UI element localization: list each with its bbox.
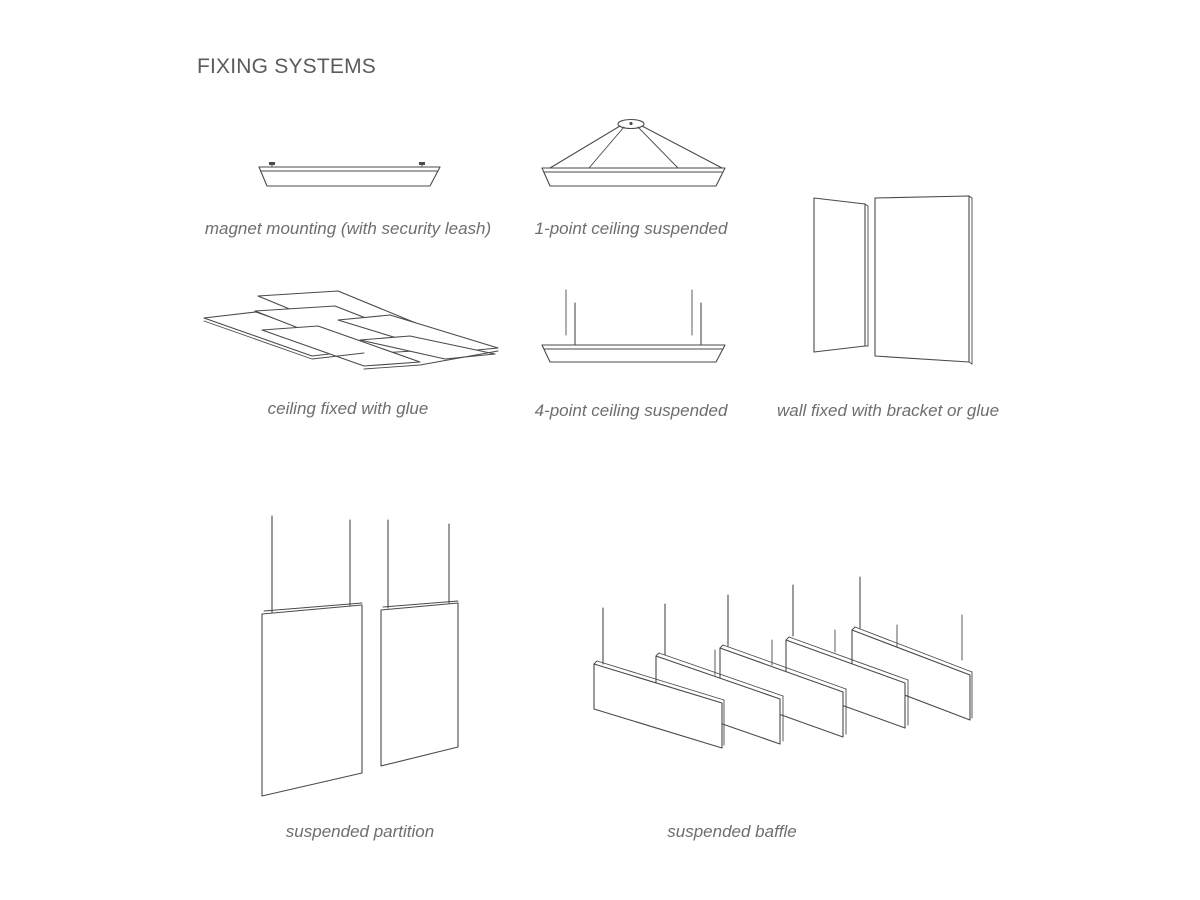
- magnet-mount-panel-icon: [258, 162, 441, 187]
- suspended-baffle-icon: [593, 576, 973, 749]
- caption-ceiling-glue: ceiling fixed with glue: [267, 399, 429, 418]
- four-point-suspension-icon: [541, 289, 726, 363]
- one-point-suspension-icon: [541, 118, 726, 187]
- caption-suspended-baffle: suspended baffle: [667, 822, 797, 841]
- caption-wall-fixed: wall fixed with bracket or glue: [776, 401, 1000, 420]
- page-title: FIXING SYSTEMS: [197, 55, 376, 78]
- wall-panels-icon: [813, 195, 973, 365]
- ceiling-glue-panels-icon: [203, 290, 499, 370]
- suspended-partition-icon: [261, 515, 459, 797]
- caption-1-point-suspended: 1-point ceiling suspended: [534, 219, 728, 238]
- caption-4-point-suspended: 4-point ceiling suspended: [534, 401, 728, 420]
- caption-suspended-partition: suspended partition: [285, 822, 435, 841]
- caption-magnet-mounting: magnet mounting (with security leash): [204, 219, 492, 238]
